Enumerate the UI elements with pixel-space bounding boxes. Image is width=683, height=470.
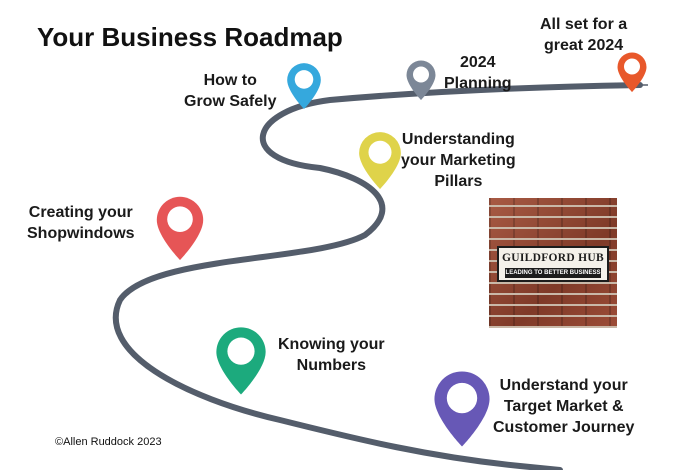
road-path (112, 82, 643, 470)
milestone-label-grow-safely: How to Grow Safely (184, 70, 276, 112)
pin-all-set[interactable] (617, 52, 647, 93)
pin-2024-planning[interactable] (406, 60, 436, 101)
pin-shopwindows[interactable] (156, 196, 204, 260)
milestone-line: your Marketing (401, 152, 516, 169)
milestone-line: How to (203, 72, 257, 89)
milestone-label-shopwindows: Creating your Shopwindows (27, 202, 135, 244)
milestone-label-all-set: All set for a great 2024 (540, 14, 627, 56)
pin-marketing-pillars[interactable] (359, 132, 401, 189)
page-title: Your Business Roadmap (37, 22, 343, 52)
milestone-line: Knowing your (278, 336, 385, 353)
milestone-line: Understanding (401, 131, 515, 148)
milestone-line: All set for a (540, 16, 628, 33)
milestone-line: Numbers (296, 357, 366, 374)
milestone-line: Planning (444, 75, 512, 92)
milestone-label-target-market: Understand your Target Market & Customer… (493, 375, 634, 438)
pin-numbers[interactable] (216, 327, 266, 395)
guildford-hub-logo: GUILDFORD HUB LEADING TO BETTER BUSINESS (497, 246, 609, 282)
logo-name: GUILDFORD HUB (502, 252, 604, 264)
milestone-label-numbers: Knowing your Numbers (278, 334, 385, 376)
milestone-line: Target Market & (503, 398, 624, 415)
milestone-line: great 2024 (543, 37, 624, 54)
pin-grow-safely[interactable] (287, 63, 321, 109)
milestone-line: Creating your (28, 204, 133, 221)
milestone-label-marketing-pillars: Understanding your Marketing Pillars (401, 129, 516, 192)
logo-tagline: LEADING TO BETTER BUSINESS (505, 268, 601, 278)
pin-target-market[interactable] (434, 371, 490, 447)
milestone-line: 2024 (459, 54, 496, 71)
copyright-text: ©Allen Ruddock 2023 (55, 436, 162, 448)
milestone-line: Pillars (434, 173, 483, 190)
milestone-label-2024-planning: 2024 Planning (444, 52, 512, 94)
milestone-line: Understand your (499, 377, 628, 394)
milestone-line: Grow Safely (184, 93, 277, 110)
milestone-line: Customer Journey (493, 419, 635, 436)
milestone-line: Shopwindows (27, 225, 135, 242)
